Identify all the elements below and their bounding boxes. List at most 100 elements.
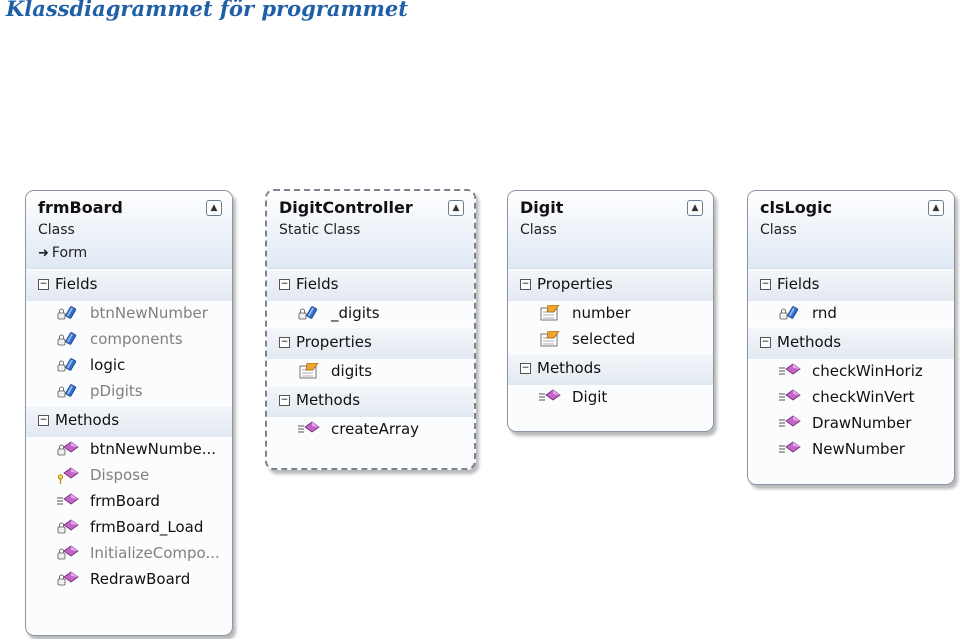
base-class: ➜Form (38, 245, 87, 261)
member-row[interactable]: logic (26, 353, 232, 379)
member-row[interactable]: frmBoard_Load (26, 515, 232, 541)
section-header-methods[interactable]: −Methods (508, 353, 713, 385)
private-method-icon (57, 545, 79, 563)
class-kind: Static Class (279, 222, 361, 238)
member-row[interactable]: NewNumber (748, 437, 954, 463)
member-row[interactable]: pDigits (26, 379, 232, 405)
member-name: components (90, 330, 183, 348)
section-toggle-icon[interactable]: − (520, 279, 531, 290)
section-toggle-icon[interactable]: − (279, 337, 290, 348)
section-label: Fields (777, 275, 820, 293)
section-label: Properties (537, 275, 613, 293)
public-method-icon (779, 389, 801, 407)
protected-method-icon (57, 467, 79, 485)
member-name: checkWinHoriz (812, 362, 923, 380)
class-name: Digit (520, 198, 564, 217)
member-row[interactable]: createArray (267, 417, 474, 443)
member-name: Digit (572, 388, 608, 406)
section-label: Methods (296, 391, 361, 409)
collapse-chevron-icon[interactable]: ▲ (687, 200, 703, 216)
collapse-chevron-icon[interactable]: ▲ (448, 200, 464, 216)
section-header-properties[interactable]: −Properties (267, 327, 474, 359)
member-row[interactable]: InitializeCompo... (26, 541, 232, 567)
section-label: Fields (55, 275, 98, 293)
public-method-icon (539, 389, 561, 407)
member-name: frmBoard (90, 492, 160, 510)
section-header-fields[interactable]: −Fields (26, 269, 232, 301)
member-row[interactable]: DrawNumber (748, 411, 954, 437)
section-header-properties[interactable]: −Properties (508, 269, 713, 301)
member-name: NewNumber (812, 440, 905, 458)
private-field-icon (57, 305, 79, 323)
section-toggle-icon[interactable]: − (520, 363, 531, 374)
member-row[interactable]: frmBoard (26, 489, 232, 515)
section-header-methods[interactable]: −Methods (26, 405, 232, 437)
member-row[interactable]: digits (267, 359, 474, 385)
class-kind: Class (38, 222, 75, 238)
member-row[interactable]: rnd (748, 301, 954, 327)
member-name: Dispose (90, 466, 150, 484)
section-toggle-icon[interactable]: − (760, 337, 771, 348)
member-name: RedrawBoard (90, 570, 191, 588)
inheritance-arrow-icon: ➜ (38, 246, 49, 261)
public-method-icon (779, 415, 801, 433)
private-field-icon (57, 357, 79, 375)
section-toggle-icon[interactable]: − (279, 395, 290, 406)
member-row[interactable]: checkWinVert (748, 385, 954, 411)
member-row[interactable]: btnNewNumbe... (26, 437, 232, 463)
class-kind: Class (760, 222, 797, 238)
section-header-methods[interactable]: −Methods (748, 327, 954, 359)
member-name: digits (331, 362, 373, 380)
class-name: clsLogic (760, 198, 833, 217)
section-label: Methods (537, 359, 602, 377)
section-toggle-icon[interactable]: − (760, 279, 771, 290)
section-toggle-icon[interactable]: − (38, 279, 49, 290)
member-name: number (572, 304, 631, 322)
member-row[interactable]: _digits (267, 301, 474, 327)
member-name: selected (572, 330, 636, 348)
private-field-icon (779, 305, 801, 323)
member-row[interactable]: RedrawBoard (26, 567, 232, 593)
private-field-icon (298, 305, 320, 323)
member-row[interactable]: number (508, 301, 713, 327)
section-label: Properties (296, 333, 372, 351)
class-name: frmBoard (38, 198, 123, 217)
section-label: Fields (296, 275, 339, 293)
member-name: logic (90, 356, 126, 374)
member-name: btnNewNumbe... (90, 440, 217, 458)
member-row[interactable]: selected (508, 327, 713, 353)
section-label: Methods (55, 411, 120, 429)
section-header-methods[interactable]: −Methods (267, 385, 474, 417)
public-method-icon (57, 493, 79, 511)
member-row[interactable]: btnNewNumber (26, 301, 232, 327)
member-row[interactable]: components (26, 327, 232, 353)
section-toggle-icon[interactable]: − (38, 415, 49, 426)
section-label: Methods (777, 333, 842, 351)
base-class-name: Form (51, 245, 88, 261)
member-name: checkWinVert (812, 388, 915, 406)
member-name: createArray (331, 420, 420, 438)
private-method-icon (57, 441, 79, 459)
member-name: _digits (331, 304, 380, 322)
collapse-chevron-icon[interactable]: ▲ (206, 200, 222, 216)
collapse-chevron-icon[interactable]: ▲ (928, 200, 944, 216)
member-name: DrawNumber (812, 414, 912, 432)
member-name: frmBoard_Load (90, 518, 204, 536)
section-header-fields[interactable]: −Fields (267, 269, 474, 301)
member-row[interactable]: Dispose (26, 463, 232, 489)
private-field-icon (57, 331, 79, 349)
member-name: pDigits (90, 382, 143, 400)
member-row[interactable]: Digit (508, 385, 713, 411)
class-name: DigitController (279, 198, 413, 217)
section-header-fields[interactable]: −Fields (748, 269, 954, 301)
section-toggle-icon[interactable]: − (279, 279, 290, 290)
member-row[interactable]: checkWinHoriz (748, 359, 954, 385)
